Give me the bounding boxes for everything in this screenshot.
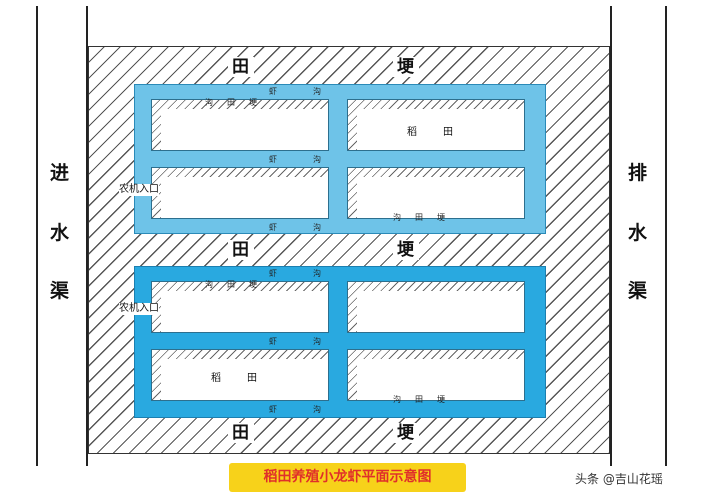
plot-upper-top-right xyxy=(347,99,525,151)
plot-lower-bottom-left xyxy=(151,349,329,401)
paddy-label-upper: 稻田 xyxy=(407,127,479,138)
lower-shrimp-ditch: 虾 沟 虾 沟 虾 沟 沟田埂 沟田埂 稻田 xyxy=(134,266,546,418)
inlet-char-2: 水 xyxy=(50,222,70,244)
ridge-top-char-1: 田 xyxy=(228,57,254,77)
ditch-label-upper-bottom: 虾 沟 xyxy=(269,223,335,232)
inlet-canal-right-line xyxy=(86,6,88,466)
plot-lower-top-right xyxy=(347,281,525,333)
inner-ridge-label-lower-top: 沟田埂 xyxy=(205,280,271,289)
farm-entrance-lower: 农机入口 xyxy=(119,303,159,315)
ditch-label-lower-top: 虾 沟 xyxy=(269,269,335,278)
plot-lower-bottom-right xyxy=(347,349,525,401)
ditch-label-upper-mid: 虾 沟 xyxy=(269,155,335,164)
inner-ridge-label-upper-bottom: 沟田埂 xyxy=(393,213,459,222)
ditch-label-upper-top: 虾 沟 xyxy=(269,87,335,96)
paddy-label-lower: 稻田 xyxy=(211,373,283,384)
plot-lower-top-left xyxy=(151,281,329,333)
upper-shrimp-ditch: 虾 沟 虾 沟 虾 沟 沟田埂 沟田埂 稻田 xyxy=(134,84,546,234)
farm-entrance-upper: 农机入口 xyxy=(119,184,159,196)
ridge-middle-char-2: 埂 xyxy=(393,240,419,260)
outlet-canal-right-line xyxy=(665,6,667,466)
diagram-caption: 稻田养殖小龙虾平面示意图 xyxy=(229,463,466,492)
plot-upper-top-left xyxy=(151,99,329,151)
outlet-char-1: 排 xyxy=(628,162,648,184)
inner-ridge-label-upper-top: 沟田埂 xyxy=(205,98,271,107)
ditch-label-lower-bottom: 虾 沟 xyxy=(269,405,335,414)
inlet-canal-left-line xyxy=(36,6,38,466)
ridge-top-char-2: 埂 xyxy=(393,57,419,77)
inner-ridge-label-lower-bottom: 沟田埂 xyxy=(393,395,459,404)
plot-upper-bottom-right xyxy=(347,167,525,219)
outlet-char-3: 渠 xyxy=(628,280,648,302)
watermark: 头条 @吉山花瑶 xyxy=(575,472,663,486)
inlet-char-3: 渠 xyxy=(50,280,70,302)
ridge-middle-char-1: 田 xyxy=(228,240,254,260)
outlet-char-2: 水 xyxy=(628,222,648,244)
ridge-bottom-char-1: 田 xyxy=(228,423,254,443)
inlet-char-1: 进 xyxy=(50,162,70,184)
ditch-label-lower-mid: 虾 沟 xyxy=(269,337,335,346)
ridge-bottom-char-2: 埂 xyxy=(393,423,419,443)
plot-upper-bottom-left xyxy=(151,167,329,219)
outlet-canal-left-line xyxy=(610,6,612,466)
